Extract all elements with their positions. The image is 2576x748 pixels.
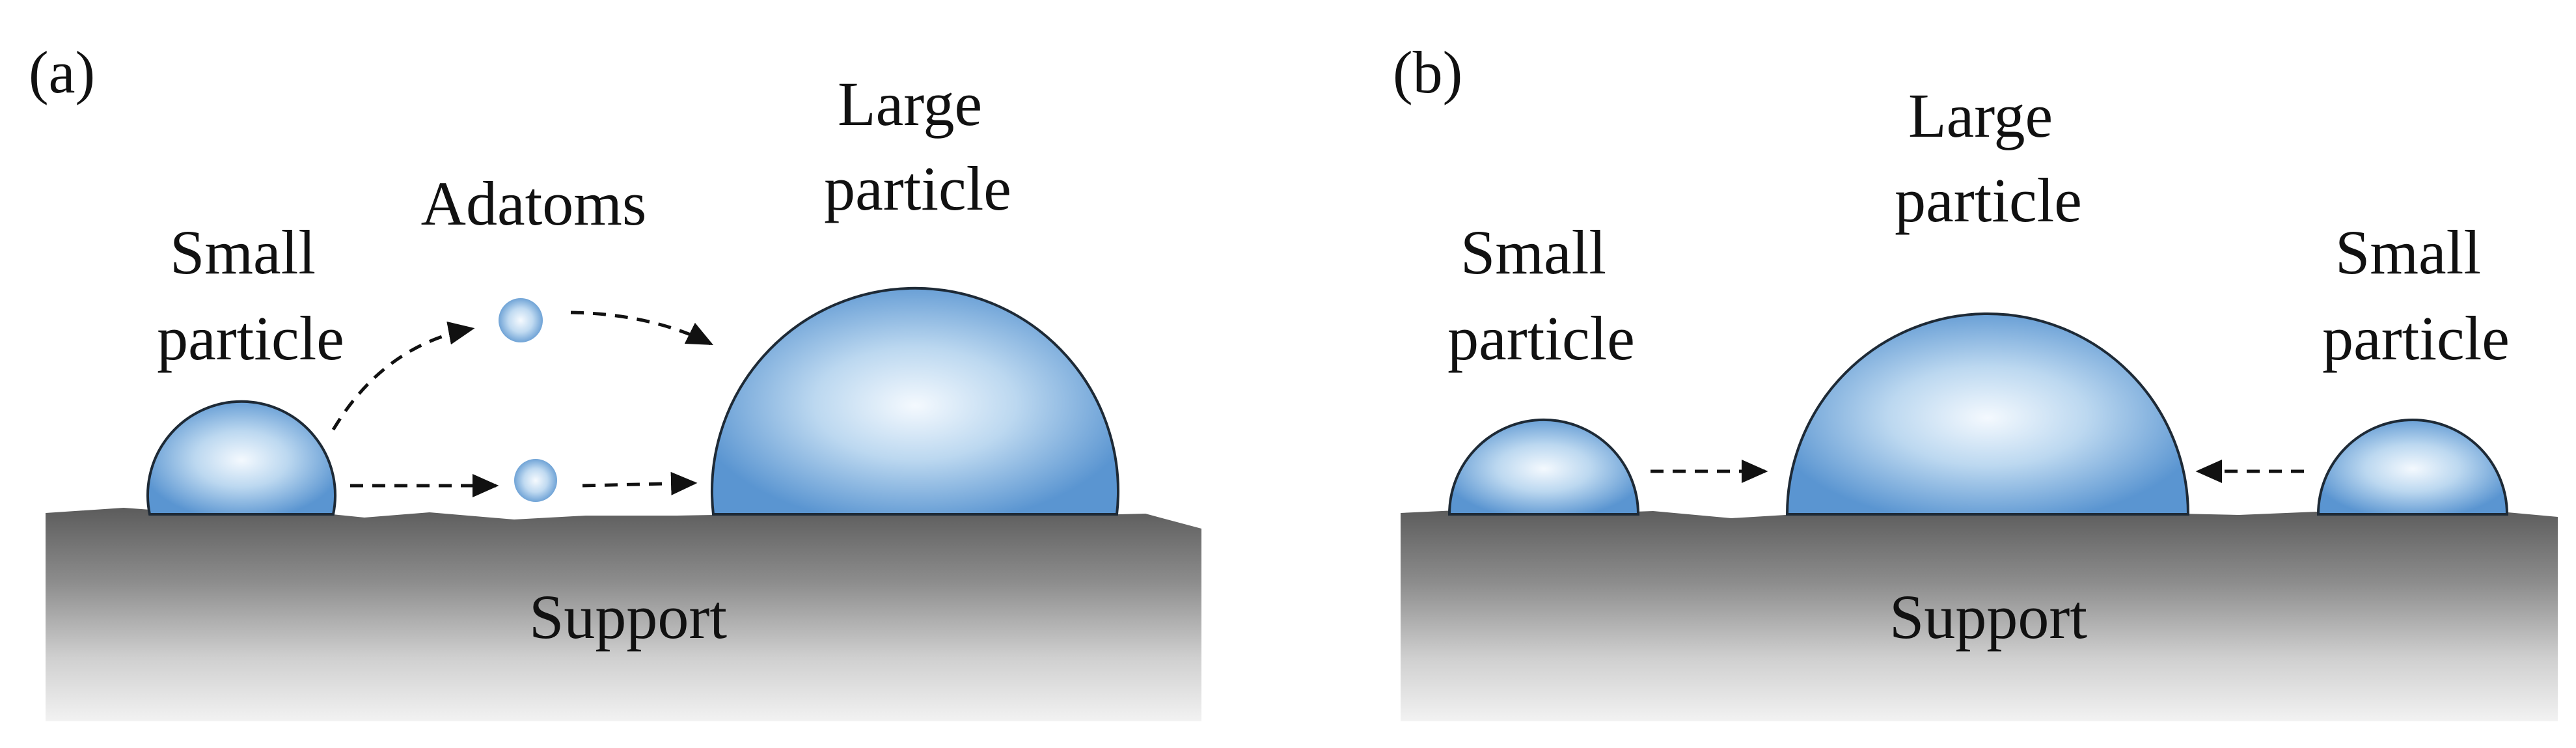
- panel-label-b: (b): [1393, 39, 1462, 105]
- large-particle-label-a-line1: Large: [838, 69, 982, 139]
- small-particle-label-a-line2: particle: [157, 303, 344, 373]
- support-label-a: Support: [529, 582, 727, 652]
- support-slab-b: [1401, 509, 2558, 721]
- small-particle-right-label-b-line2: particle: [2322, 303, 2510, 373]
- small-particle-a: [146, 400, 336, 516]
- support-label-b: Support: [1889, 582, 2087, 652]
- panel-label-a: (a): [29, 39, 95, 105]
- adatom-lower: [514, 459, 557, 502]
- small-particle-left-label-b-line1: Small: [1460, 217, 1606, 287]
- panel-b: (b) Small particle Large particle Small …: [1393, 39, 2558, 721]
- small-particle-right-label-b-line1: Small: [2335, 217, 2481, 287]
- large-particle-label-b-line2: particle: [1895, 165, 2082, 235]
- small-particle-label-a-line1: Small: [170, 217, 316, 287]
- support-slab-a: [46, 508, 1201, 721]
- large-particle-label-a-line2: particle: [824, 154, 1011, 223]
- small-particle-left-label-b-line2: particle: [1447, 303, 1635, 373]
- small-particle-right-label-b: Small particle: [2322, 217, 2510, 373]
- large-particle-b: [1785, 312, 2190, 516]
- large-particle-label-a: Large particle: [824, 69, 1011, 223]
- small-particle-label-a: Small particle: [157, 217, 344, 373]
- large-particle-label-b: Large particle: [1895, 81, 2082, 235]
- small-particle-left-label-b: Small particle: [1447, 217, 1635, 373]
- arrow-lower-adatom-to-large: [582, 471, 698, 495]
- adatoms-label: Adatoms: [421, 169, 647, 238]
- adatom-upper: [499, 298, 543, 342]
- large-particle-a: [711, 286, 1119, 516]
- small-particle-right-b: [2316, 419, 2509, 516]
- panel-a: (a) Small particle Adatoms Large particl…: [29, 39, 1201, 721]
- arrow-upper-adatom-to-large: [570, 311, 714, 346]
- arrow-small-to-upper-adatom: [331, 321, 475, 431]
- large-particle-label-b-line1: Large: [1908, 81, 2053, 150]
- small-particle-left-b: [1447, 419, 1640, 516]
